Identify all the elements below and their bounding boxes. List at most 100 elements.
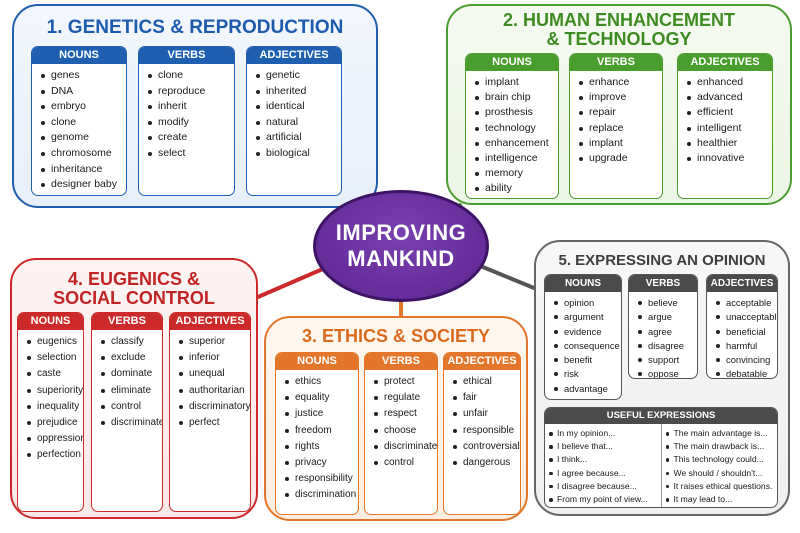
list-item: controversial [453, 439, 520, 455]
list-item: caste [27, 366, 83, 382]
list-item: modify [148, 115, 234, 131]
list-item: enhance [579, 75, 662, 90]
list-item: eliminate [101, 383, 162, 399]
list-item: embryo [41, 99, 126, 115]
list-item: brain chip [475, 90, 558, 105]
list-item: innovative [687, 151, 772, 166]
list-item: superior [179, 334, 250, 350]
list-item: rights [285, 439, 358, 455]
center-topic-text: IMPROVING MANKIND [336, 220, 466, 272]
panel-title: 2. HUMAN ENHANCEMENT & TECHNOLOGY [448, 11, 790, 49]
list-item: DNA [41, 84, 126, 100]
list-item: oppose [638, 367, 697, 378]
list-item: identical [256, 99, 341, 115]
list-item: evidence [554, 325, 621, 339]
panel-title: 4. EUGENICS & SOCIAL CONTROL [12, 270, 256, 308]
panel-title: 5. EXPRESSING AN OPINION [558, 252, 766, 269]
list-item: selection [27, 350, 83, 366]
panel-title: 3. ETHICS & SOCIETY [301, 326, 491, 346]
list-item: privacy [285, 455, 358, 471]
list-item: The main advantage is... [665, 427, 778, 440]
list-item: I believe that... [549, 440, 661, 453]
list-item: believe [638, 296, 697, 310]
list-item: inferior [179, 350, 250, 366]
list-item: inheritance [41, 162, 126, 178]
list-item: justice [285, 406, 358, 422]
column-header: VERBS [365, 353, 437, 370]
list-item: reproduce [148, 84, 234, 100]
column-header: VERBS [570, 54, 662, 71]
list-item: intelligent [687, 121, 772, 136]
panel-eugenics-social-control: 4. EUGENICS & SOCIAL CONTROL NOUNS eugen… [10, 258, 258, 519]
list-item: inherited [256, 84, 341, 100]
list-item: inequality [27, 399, 83, 415]
list-item: We should / shouldn't... [665, 467, 778, 480]
column-header: VERBS [629, 275, 697, 292]
list-item: argue [638, 310, 697, 324]
list-item: ethics [285, 374, 358, 390]
list-item: replace [579, 121, 662, 136]
column-header: NOUNS [32, 47, 126, 64]
list-item: control [374, 455, 437, 471]
list-item: classify [101, 334, 162, 350]
list-item: memory [475, 166, 558, 181]
panel-title-line: SOCIAL CONTROL [53, 288, 215, 308]
list-item: implant [579, 136, 662, 151]
connector-eugenics [256, 266, 327, 299]
list-item: artificial [256, 130, 341, 146]
list-item: upgrade [579, 151, 662, 166]
list-item: support [638, 353, 697, 367]
list-item: acceptable [716, 296, 777, 310]
list-item: eugenics [27, 334, 83, 350]
list-item: responsible [453, 423, 520, 439]
connector-opinion [476, 263, 536, 290]
expressions-right-column: The main advantage is...The main drawbac… [660, 424, 778, 507]
list-item: benefit [554, 353, 621, 367]
list-item: advantage [554, 382, 621, 396]
center-topic-line: IMPROVING [335, 220, 467, 245]
list-item: This technology could... [665, 453, 778, 466]
list-item: The main drawback is... [665, 440, 778, 453]
list-item: perfect [179, 415, 250, 431]
list-item: enhancement [475, 136, 558, 151]
list-item: repair [579, 105, 662, 120]
list-item: improve [579, 90, 662, 105]
list-item: drawback [554, 396, 621, 399]
list-item: unfair [453, 406, 520, 422]
list-item: discrimination [285, 487, 358, 503]
list-item: discriminatory [179, 399, 250, 415]
list-item: advanced [687, 90, 772, 105]
list-item: oppression [27, 431, 83, 447]
list-item: authoritarian [179, 383, 250, 399]
list-item: regulate [374, 390, 437, 406]
panel-human-enhancement: 2. HUMAN ENHANCEMENT & TECHNOLOGY NOUNS … [446, 4, 792, 205]
useful-expressions-box: USEFUL EXPRESSIONS In my opinion...I bel… [544, 407, 778, 508]
column-header: NOUNS [466, 54, 558, 71]
list-item: healthier [687, 136, 772, 151]
list-item: unequal [179, 366, 250, 382]
center-topic-line: MANKIND [347, 246, 455, 271]
list-item: discriminate [101, 415, 162, 431]
list-item: I agree because... [549, 467, 661, 480]
list-item: prejudice [27, 415, 83, 431]
